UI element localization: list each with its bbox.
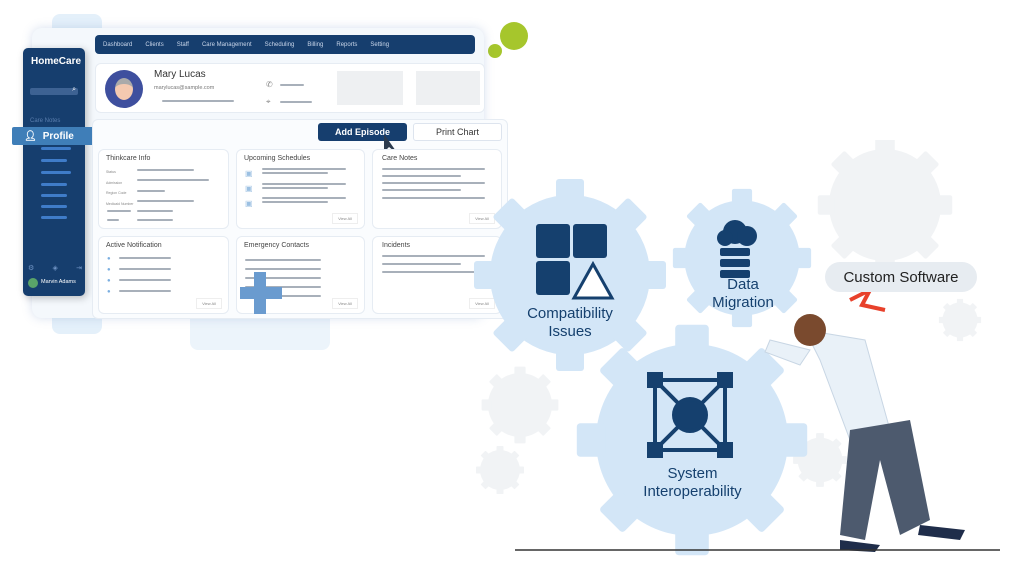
- card-title: Upcoming Schedules: [244, 155, 311, 162]
- field-label: Status: [106, 170, 116, 174]
- logo: HomeCare: [31, 56, 82, 67]
- phone-icon: ✆: [266, 80, 273, 89]
- top-nav: Dashboard Clients Staff Care Management …: [95, 35, 475, 54]
- sidebar-item[interactable]: [41, 216, 67, 219]
- sidebar-item[interactable]: [41, 205, 67, 208]
- client-email: marylucas@sample.com: [154, 85, 215, 91]
- nav-dashboard[interactable]: Dashboard: [103, 41, 133, 48]
- nav-staff[interactable]: Staff: [176, 41, 189, 48]
- card-active-notification: Active Notification ●●●● View All: [98, 236, 229, 314]
- settings-icon[interactable]: ⚙: [28, 265, 35, 272]
- nav-clients[interactable]: Clients: [145, 41, 164, 48]
- client-name: Mary Lucas: [154, 69, 206, 80]
- field-label: Admission: [106, 180, 123, 185]
- stressed-person: [764, 285, 965, 552]
- sidebar-item[interactable]: [41, 183, 67, 186]
- sidebar-item[interactable]: [41, 171, 71, 174]
- sidebar-item-profile[interactable]: 👤︎ Profile: [12, 127, 96, 145]
- card-title: Emergency Contacts: [244, 242, 309, 249]
- gear-label-compatibility: Compatibility Issues: [527, 305, 613, 340]
- profile-label: Profile: [42, 130, 74, 142]
- info-block: [416, 71, 480, 105]
- speech-bubble: Custom Software: [825, 262, 977, 292]
- help-icon[interactable]: ◈: [52, 265, 58, 272]
- card-thinkcare-info: Thinkcare Info Status Admission Region C…: [98, 149, 229, 229]
- location-icon: ⌖: [266, 97, 271, 106]
- card-title: Active Notification: [106, 242, 162, 249]
- view-all-link[interactable]: View All: [469, 298, 495, 309]
- view-all-link[interactable]: View All: [332, 298, 358, 309]
- notification-icon: ●●●●: [107, 256, 111, 295]
- sidebar-search[interactable]: ⌕: [30, 86, 78, 95]
- card-care-notes: Care Notes View All: [372, 149, 502, 229]
- card-title: Thinkcare Info: [106, 155, 151, 162]
- nav-reports[interactable]: Reports: [336, 41, 358, 48]
- info-block: [337, 71, 403, 105]
- card-title: Incidents: [382, 242, 411, 249]
- nav-billing[interactable]: Billing: [307, 41, 324, 48]
- print-chart-button[interactable]: Print Chart: [413, 123, 502, 141]
- field-label: Medicaid Number: [106, 201, 134, 206]
- database-cloud-icon: [717, 220, 757, 278]
- nav-scheduling[interactable]: Scheduling: [264, 41, 295, 48]
- field-label: Region Code: [106, 191, 127, 195]
- avatar: [28, 278, 38, 288]
- gear-label-migration: Data Migration: [712, 276, 774, 311]
- search-icon: ⌕: [72, 86, 76, 93]
- sidebar-item[interactable]: [41, 147, 71, 150]
- sidebar-item[interactable]: [41, 194, 67, 197]
- client-avatar: [105, 70, 143, 108]
- user-name: Marvin Adams: [41, 279, 76, 285]
- card-upcoming-schedules: Upcoming Schedules ▣▣▣ View All: [236, 149, 365, 229]
- logout-icon[interactable]: ⇥: [76, 265, 82, 272]
- decor-dot: [500, 22, 528, 50]
- view-all-link[interactable]: View All: [332, 213, 358, 224]
- client-header: Mary Lucas marylucas@sample.com ✆ ⌖: [95, 63, 485, 113]
- puzzle-icon: [536, 224, 615, 300]
- nav-care-management[interactable]: Care Management: [201, 41, 252, 48]
- medical-cross-icon: [240, 287, 282, 299]
- gears-illustration: [470, 140, 1000, 576]
- decor-dot: [488, 44, 502, 58]
- nav-setting[interactable]: Setting: [370, 41, 390, 48]
- card-title: Care Notes: [382, 155, 418, 162]
- user-icon: 👤︎: [24, 130, 37, 142]
- sidebar-item[interactable]: [41, 159, 67, 162]
- gear-label-interop: System Interoperability: [643, 465, 742, 500]
- view-all-link[interactable]: View All: [196, 298, 222, 309]
- sidebar: HomeCare ⌕ Care Notes ⚙ ◈ ⇥ Marvin Adams: [23, 48, 85, 296]
- sidebar-item-care-notes[interactable]: Care Notes: [30, 118, 61, 124]
- calendar-icon: ▣▣▣: [245, 169, 253, 208]
